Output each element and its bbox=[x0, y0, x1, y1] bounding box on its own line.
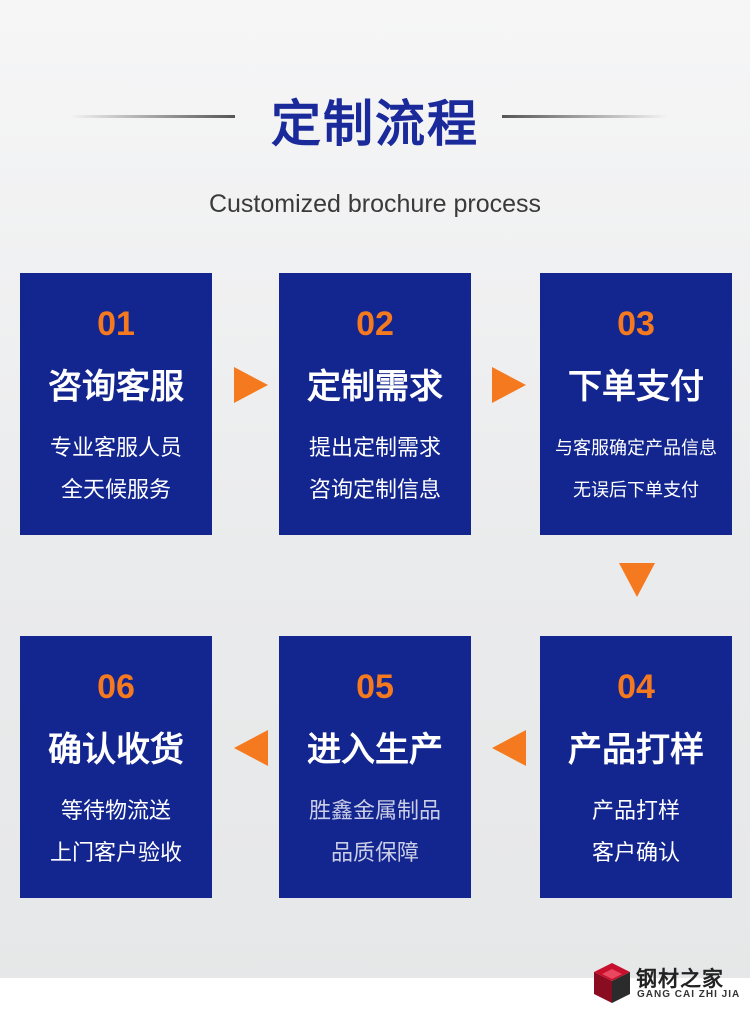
step-card-03: 03 下单支付 与客服确定产品信息 无误后下单支付 bbox=[540, 273, 732, 535]
title-divider-right bbox=[502, 115, 667, 118]
step-description-line: 提出定制需求 bbox=[308, 436, 441, 461]
step-name: 定制需求 bbox=[307, 367, 443, 407]
step-name: 进入生产 bbox=[307, 730, 443, 770]
step-card-04: 04 产品打样 产品打样 客户确认 bbox=[540, 636, 732, 898]
step-description-line: 全天候服务 bbox=[60, 478, 171, 503]
step-number: 05 bbox=[356, 668, 394, 706]
step-description-line: 胜鑫金属制品 bbox=[308, 799, 441, 824]
step-name: 确认收货 bbox=[48, 730, 184, 770]
watermark-logo: 钢材之家 GANG CAI ZHI JIA bbox=[592, 961, 747, 1005]
step-number: 03 bbox=[617, 305, 655, 343]
step-description-line: 咨询定制信息 bbox=[308, 478, 441, 503]
step-description-line: 产品打样 bbox=[591, 799, 680, 824]
page-title: 定制流程 bbox=[271, 95, 479, 153]
step-card-02: 02 定制需求 提出定制需求 咨询定制信息 bbox=[279, 273, 471, 535]
arrow-down-icon bbox=[619, 563, 655, 597]
step-card-01: 01 咨询客服 专业客服人员 全天候服务 bbox=[20, 273, 212, 535]
arrow-left-icon bbox=[492, 730, 526, 766]
step-description-line: 专业客服人员 bbox=[49, 436, 182, 461]
step-name: 下单支付 bbox=[568, 367, 704, 407]
watermark-name-en: GANG CAI ZHI JIA bbox=[637, 989, 741, 1000]
step-card-05: 05 进入生产 胜鑫金属制品 品质保障 bbox=[279, 636, 471, 898]
step-description-line: 上门客户验收 bbox=[49, 841, 182, 866]
step-card-06: 06 确认收货 等待物流送 上门客户验收 bbox=[20, 636, 212, 898]
step-name: 咨询客服 bbox=[48, 367, 184, 407]
step-description-line: 品质保障 bbox=[330, 841, 419, 866]
step-description-line: 与客服确定产品信息 bbox=[555, 438, 717, 459]
step-number: 02 bbox=[356, 305, 394, 343]
arrow-right-icon bbox=[492, 367, 526, 403]
page-subtitle: Customized brochure process bbox=[208, 190, 542, 218]
step-name: 产品打样 bbox=[568, 730, 704, 770]
title-divider-left bbox=[70, 115, 235, 118]
arrow-right-icon bbox=[234, 367, 268, 403]
cube-logo-icon bbox=[594, 963, 630, 1003]
step-description-line: 客户确认 bbox=[591, 841, 680, 866]
step-description: 提出定制需求 咨询定制信息 bbox=[279, 428, 471, 512]
step-description-line: 等待物流送 bbox=[60, 799, 171, 824]
step-description: 与客服确定产品信息 无误后下单支付 bbox=[540, 428, 732, 512]
step-description: 专业客服人员 全天候服务 bbox=[20, 428, 212, 512]
arrow-left-icon bbox=[234, 730, 268, 766]
step-number: 04 bbox=[617, 668, 655, 706]
step-description: 产品打样 客户确认 bbox=[540, 791, 732, 875]
watermark-name-cn: 钢材之家 bbox=[636, 967, 724, 991]
step-description: 等待物流送 上门客户验收 bbox=[20, 791, 212, 875]
step-number: 01 bbox=[97, 305, 135, 343]
step-description-line: 无误后下单支付 bbox=[573, 480, 699, 501]
step-number: 06 bbox=[97, 668, 135, 706]
step-description: 胜鑫金属制品 品质保障 bbox=[279, 791, 471, 875]
